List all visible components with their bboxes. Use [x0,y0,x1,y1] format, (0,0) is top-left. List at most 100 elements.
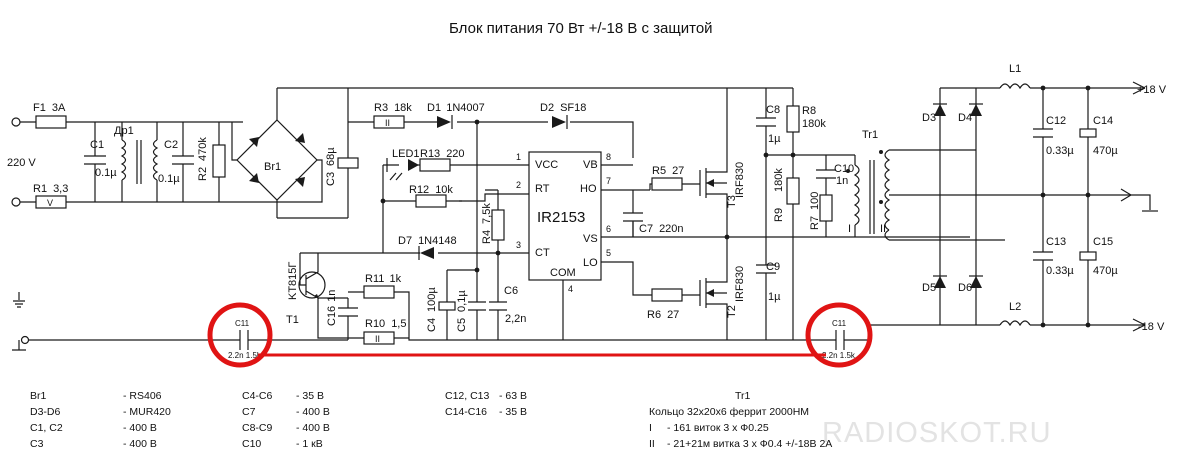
svg-text:CT: CT [535,247,550,259]
ic-IR2153: IR2153 VCC RT CT COM LO VS HO VB 1 2 3 4… [516,151,611,294]
svg-text:C368µ: C368µ [325,147,337,186]
svg-text:D5: D5 [922,282,936,294]
ground-icon [12,292,26,351]
svg-text:COM: COM [550,267,576,279]
svg-text:D3: D3 [922,112,936,124]
capacitor-C11-left: C11 2.2n 1.5k [228,319,263,360]
notes-transformer: Tr1 Кольцо 32х20х6 феррит 2000НМ I- 161 … [649,390,832,450]
transformer-Tr1: Tr1 I II [846,129,891,241]
svg-text:C50,1µ: C50,1µ [456,290,468,332]
svg-text:C3: C3 [30,438,44,450]
svg-text:C10: C10 [834,163,854,175]
svg-text:VCC: VCC [535,159,558,171]
svg-text:- 400 В: - 400 В [123,422,157,434]
svg-text:- 35 В: - 35 В [499,406,527,418]
svg-text:C9: C9 [766,261,780,273]
capacitor-C8: C8 1µ [756,104,781,145]
svg-text:0.1µ: 0.1µ [158,173,180,185]
output-plus: +18 V [1132,81,1167,96]
svg-text:180k: 180k [802,118,826,130]
watermark: RADIOSKOT.RU [822,417,1052,449]
svg-text:T3: T3 [726,195,738,208]
mains-input: 220 V [7,117,228,207]
svg-text:- 161 виток 3 х Ф0.25: - 161 виток 3 х Ф0.25 [667,422,769,434]
svg-text:LED1: LED1 [392,148,420,160]
svg-text:LO: LO [583,257,598,269]
svg-text:C12, C13: C12, C13 [445,390,490,402]
svg-text:R9: R9 [773,208,785,222]
svg-text:L1: L1 [1009,63,1021,75]
mains-label: 220 V [7,157,36,169]
svg-text:Tr1: Tr1 [735,390,751,402]
svg-text:- 400 В: - 400 В [123,438,157,450]
capacitor-C5: C50,1µ [456,220,486,340]
svg-text:- 21+21м витка 3 х Ф0.4 +/-1: - 21+21м витка 3 х Ф0.4 +/-18В 2А [667,438,832,450]
svg-text:4: 4 [568,284,573,294]
svg-text:C14: C14 [1093,115,1113,127]
svg-text:V: V [47,198,53,208]
svg-text:8: 8 [606,152,611,162]
svg-text:C11: C11 [235,319,250,328]
svg-text:3: 3 [516,240,521,250]
svg-text:470µ: 470µ [1093,265,1118,277]
svg-text:470µ: 470µ [1093,145,1118,157]
svg-text:- RS406: - RS406 [123,390,162,402]
diode-D3: D3 [922,103,947,124]
svg-text:- 35 В: - 35 В [296,390,324,402]
svg-text:L2: L2 [1009,301,1021,313]
svg-text:- 400 В: - 400 В [296,406,330,418]
svg-text:0.1µ: 0.1µ [95,167,117,179]
diode-D4: D4 [958,103,983,124]
capacitor-C6: C6 2,2n [489,253,526,340]
svg-text:C15: C15 [1093,236,1113,248]
svg-text:VB: VB [583,159,598,171]
svg-text:R7100: R7100 [809,192,821,230]
svg-text:1: 1 [516,152,521,162]
notes-col2: C4-C6- 35 В C7- 400 В C8-C9- 400 В C10- … [242,390,330,450]
svg-text:5: 5 [606,248,611,258]
svg-text:2,2n: 2,2n [505,313,526,325]
capacitor-C11-right: C11 2.2n 1.5k [810,319,940,360]
svg-text:T1: T1 [286,314,299,326]
inductor-L2: L2 [999,301,1031,327]
svg-text:R47,5k: R47,5k [481,203,493,244]
resistor-R2: R2470k [197,122,226,202]
svg-text:C4100µ: C4100µ [426,287,438,332]
inductor-L1: L1 [999,63,1031,90]
capacitor-C14: C14 470µ [1079,115,1118,157]
capacitor-C10: C10 1n [816,155,854,195]
svg-text:R8: R8 [802,105,816,117]
svg-text:- 1 кВ: - 1 кВ [296,438,323,450]
svg-text:C8-C9: C8-C9 [242,422,273,434]
capacitor-C3: C368µ [325,88,359,218]
svg-text:R13,3: R13,3 [33,183,68,195]
svg-text:C11: C11 [832,319,847,328]
svg-text:II: II [385,118,390,128]
svg-text:C8: C8 [766,104,780,116]
svg-text:IR2153: IR2153 [537,209,585,226]
svg-text:II: II [880,223,886,235]
svg-text:0.33µ: 0.33µ [1046,265,1074,277]
notes-col1: Br1- RS406 D3-D6- MUR420 C1, C2- 400 В C… [30,390,171,450]
capacitor-C4: C4100µ [426,270,456,340]
capacitor-C12: C12 0.33µ [1033,115,1074,157]
led-LED1: LED1 [383,148,477,181]
svg-text:Br1: Br1 [264,161,281,173]
svg-text:C7: C7 [242,406,256,418]
svg-text:I: I [848,223,851,235]
